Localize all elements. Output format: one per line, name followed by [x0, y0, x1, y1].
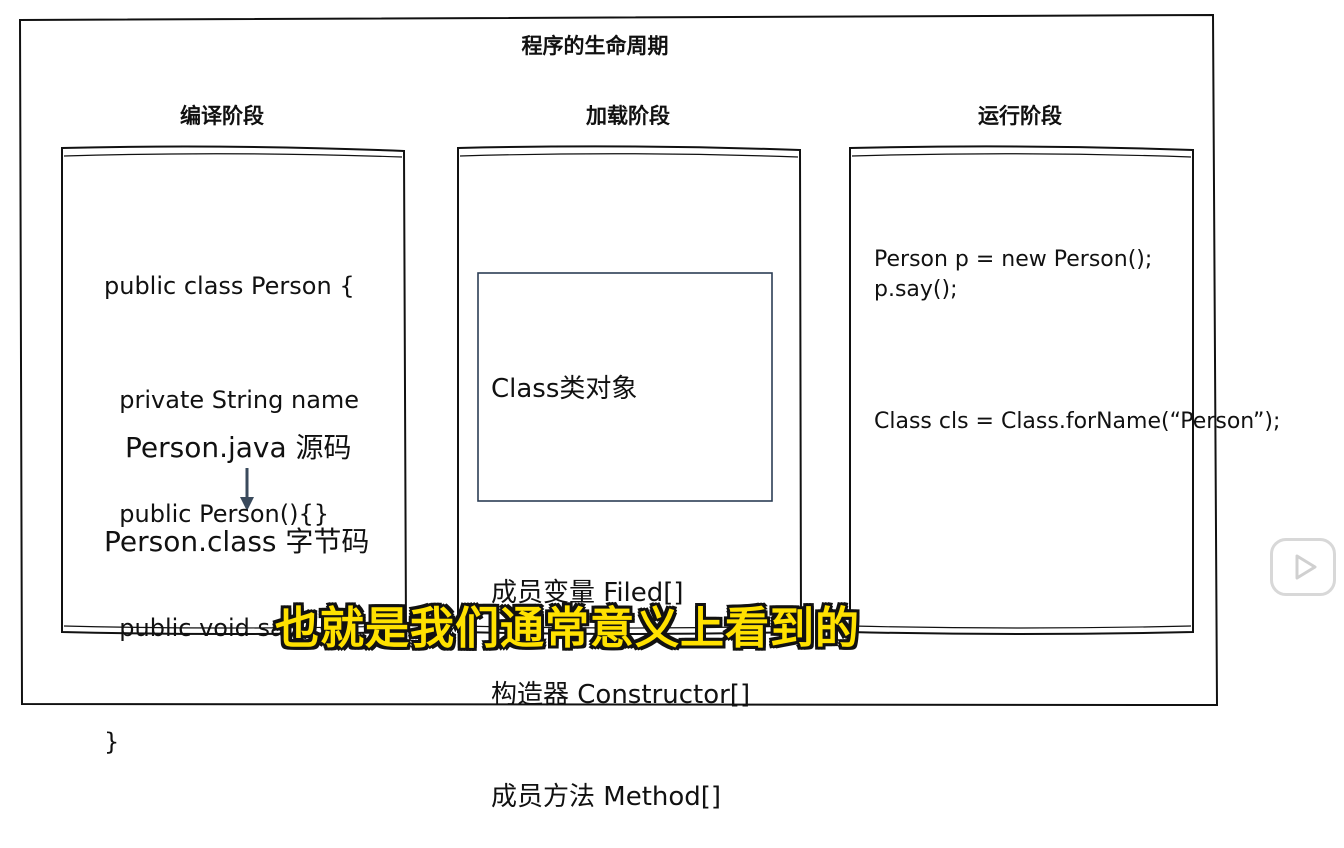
code-line: private String name	[104, 386, 360, 414]
methods-label: 成员方法 Method[]	[491, 782, 722, 812]
play-icon	[1295, 554, 1317, 580]
run-panel-border	[849, 145, 1194, 635]
load-panel-border	[457, 145, 803, 635]
video-subtitle: 也就是我们通常意义上看到的	[275, 603, 860, 654]
class-object-box	[477, 272, 773, 502]
fields-label: 成员变量 Filed[]	[491, 578, 684, 608]
compile-panel-border	[61, 145, 408, 635]
source-file-label: Person.java 源码	[125, 431, 352, 464]
person-class-code: public class Person { private String nam…	[104, 191, 359, 799]
class-object-content: Class类对象 成员变量 Filed[] 构造器 Constructor[] …	[491, 304, 750, 848]
arrow-down-icon	[240, 468, 254, 511]
diagram-frames	[18, 13, 1219, 707]
code-line: }	[104, 728, 120, 756]
bytecode-file-label: Person.class 字节码	[104, 525, 370, 558]
load-stage-title: 加载阶段	[586, 104, 670, 128]
constructors-label: 构造器 Constructor[]	[491, 680, 751, 710]
run-stage-title: 运行阶段	[978, 104, 1062, 128]
new-person-code: Person p = new Person(); p.say();	[874, 247, 1153, 302]
outer-frame	[18, 13, 1219, 707]
code-line: public class Person {	[104, 272, 355, 300]
diagram-title: 程序的生命周期	[521, 34, 669, 58]
code-line: public Person(){}	[104, 500, 330, 528]
class-object-spacer	[491, 474, 750, 508]
class-object-title: Class类对象	[491, 374, 638, 404]
code-line: public void say(){}	[104, 614, 349, 642]
forname-code: Class cls = Class.forName(“Person”);	[874, 409, 1281, 434]
play-button[interactable]	[1270, 538, 1336, 596]
compile-stage-title: 编译阶段	[180, 104, 264, 128]
